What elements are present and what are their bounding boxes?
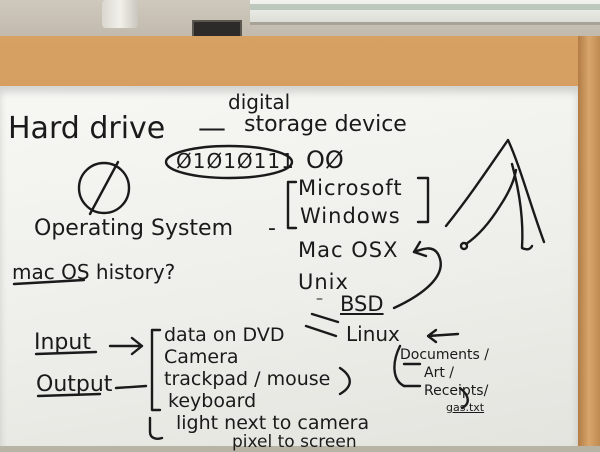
history-underline	[12, 278, 86, 286]
text-light-camera: light next to camera	[176, 412, 370, 434]
text-bsd: BSD	[340, 292, 384, 316]
text-keyboard: keyboard	[168, 390, 257, 412]
text-pixel-screen: pixel to screen	[232, 432, 357, 452]
output-arrow	[114, 384, 148, 390]
text-dash: —	[198, 111, 226, 144]
text-data-dvd: data on DVD	[164, 324, 285, 346]
mountain-drawing	[444, 138, 546, 244]
text-digital: digital	[228, 90, 291, 114]
light-arrow	[148, 416, 164, 440]
bsd-arrowhead	[412, 240, 428, 258]
text-documents: Documents /	[400, 347, 489, 363]
text-microsoft: Microsoft	[298, 176, 403, 200]
documents-tree-stem	[393, 344, 406, 388]
input-underline	[34, 350, 98, 356]
text-binary: Ø1Ø1Ø111	[176, 149, 295, 173]
text-camera: Camera	[164, 346, 239, 368]
text-dash-2: -	[268, 216, 276, 241]
text-windows: Windows	[300, 204, 401, 228]
window-plants	[250, 4, 600, 10]
lamp	[102, 0, 138, 28]
text-gas-txt: gas.txt	[446, 401, 485, 414]
text-hard-drive: Hard drive	[8, 111, 166, 146]
documents-arrow	[426, 328, 460, 344]
bsd-connector	[310, 312, 340, 324]
linux-arrow	[304, 324, 338, 338]
mountain-stroke	[510, 162, 534, 251]
text-art: Art /	[424, 365, 454, 381]
text-bsd-dash: –	[316, 291, 323, 307]
empty-set-slash	[88, 160, 120, 216]
text-operating-system: Operating System	[34, 216, 234, 241]
text-output: Output	[36, 372, 113, 397]
mountain-dot	[459, 241, 469, 251]
mountain-inner	[464, 168, 518, 246]
text-trackpad: trackpad / mouse	[164, 368, 331, 390]
empty-set-circle	[77, 161, 131, 215]
windows-bracket-right	[416, 176, 430, 224]
binary-oval	[164, 144, 294, 180]
input-brace	[150, 328, 162, 412]
text-unix: Unix	[298, 270, 349, 294]
whiteboard-drawings	[12, 138, 546, 440]
text-mac-history: mac OS history?	[12, 260, 176, 284]
text-linux: Linux	[346, 322, 400, 346]
text-receipts: Receipts/	[424, 383, 489, 399]
receipts-arrow	[458, 386, 469, 410]
whiteboard-surface: Hard drive — digital storage device Ø1Ø1…	[0, 86, 578, 451]
trackpad-bracket	[338, 366, 351, 396]
bsd-arrow	[392, 247, 442, 310]
windows-bracket-left	[286, 180, 298, 230]
output-underline	[36, 392, 102, 398]
whiteboard-frame-right	[578, 36, 600, 446]
text-input: Input	[34, 330, 91, 355]
text-zeros: OØ	[306, 146, 344, 174]
input-arrow	[108, 336, 144, 356]
text-mac-osx: Mac OSX	[298, 238, 399, 262]
text-storage-device: storage device	[244, 112, 407, 137]
